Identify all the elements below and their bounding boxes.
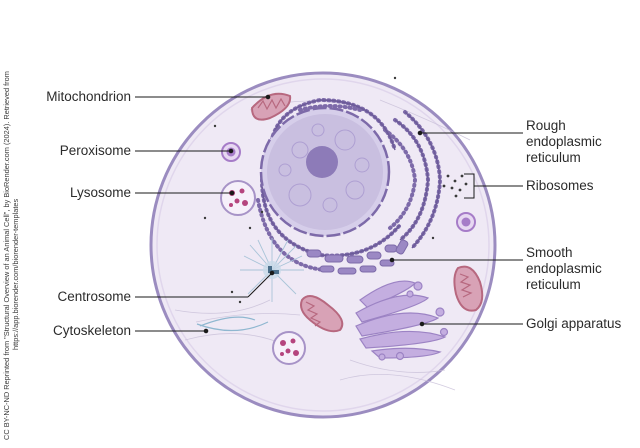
label-rough-er-line-1: Rough bbox=[526, 118, 566, 133]
label-lysosome: Lysosome bbox=[69, 185, 131, 200]
label-rough-er-line-3: reticulum bbox=[526, 150, 581, 165]
chromatin bbox=[278, 123, 370, 213]
label-cytoskeleton: Cytoskeleton bbox=[52, 323, 131, 338]
cytoskeleton-filaments bbox=[196, 316, 269, 332]
credit-line-1: CC BY-NC-ND Reprinted from "Structural O… bbox=[2, 71, 11, 440]
label-centrosome: Centrosome bbox=[57, 289, 131, 304]
label-golgi-apparatus: Golgi apparatus bbox=[526, 316, 622, 331]
cell-inner-ring bbox=[156, 78, 490, 412]
mitochondrion-3 bbox=[453, 265, 484, 312]
label-smooth-er-line-2: endoplasmic bbox=[526, 261, 602, 276]
golgi-apparatus bbox=[355, 280, 449, 361]
label-ribosomes: Ribosomes bbox=[526, 178, 594, 193]
credit-line-2: https://app.biorender.com/biorender-temp… bbox=[11, 198, 20, 350]
label-smooth-er: Smooth endoplasmic reticulum bbox=[526, 245, 602, 293]
lysosome-1 bbox=[220, 180, 256, 216]
leader-lines bbox=[135, 94, 523, 334]
peroxisome-2-core bbox=[461, 217, 471, 227]
label-smooth-er-line-1: Smooth bbox=[526, 245, 573, 260]
mitochondria bbox=[250, 92, 484, 333]
nucleolus bbox=[306, 146, 338, 178]
lysosome-2 bbox=[272, 331, 306, 365]
free-ribosomes bbox=[203, 76, 468, 304]
label-peroxisome: Peroxisome bbox=[59, 143, 131, 158]
centrosome bbox=[240, 238, 304, 302]
mitochondrion-1 bbox=[250, 92, 292, 121]
label-rough-er-line-2: endoplasmic bbox=[526, 134, 602, 149]
mitochondrion-2 bbox=[300, 295, 344, 333]
label-mitochondrion: Mitochondrion bbox=[46, 89, 131, 104]
label-smooth-er-line-3: reticulum bbox=[526, 277, 581, 292]
credit-text: CC BY-NC-ND Reprinted from "Structural O… bbox=[2, 0, 20, 440]
label-rough-er: Rough endoplasmic reticulum bbox=[526, 118, 602, 166]
